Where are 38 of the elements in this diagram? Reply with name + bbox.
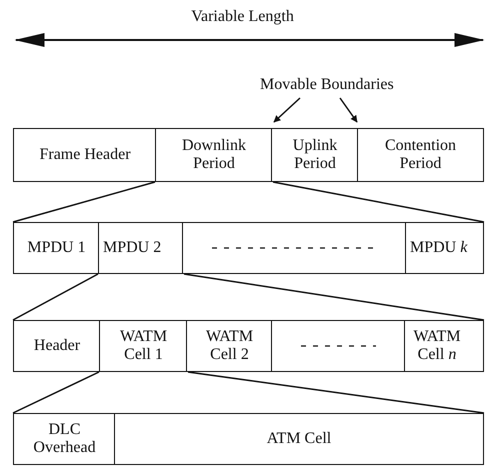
frame-field (186, 320, 273, 372)
expansion-line (12, 181, 156, 223)
field-label: WATM Cell 1 (118, 328, 168, 364)
expansion-line (184, 273, 484, 321)
field-label: DLC Overhead (32, 420, 97, 458)
arrow (339, 98, 358, 123)
frame-field (114, 413, 484, 465)
frame-field (357, 128, 484, 182)
field-label: MPDU 2 (103, 238, 162, 258)
frame-field (13, 413, 116, 465)
expansion-line (188, 371, 484, 414)
frame-field (13, 222, 100, 274)
frame-field (271, 128, 359, 182)
frame-field (404, 320, 484, 372)
arrow (273, 97, 300, 123)
field-label: MPDU k (410, 238, 468, 258)
frame-field (99, 320, 188, 372)
field-label: MPDU 1 (27, 238, 86, 258)
field-label: Contention Period (384, 136, 458, 174)
expansion-line (272, 181, 484, 223)
field-label: Uplink Period (292, 136, 338, 174)
expansion-line (12, 273, 98, 321)
field-label: Header (34, 336, 80, 356)
field-label: ATM Cell (266, 430, 332, 448)
frame-field (405, 222, 484, 274)
field-label: Downlink Period (181, 136, 247, 174)
expansion-line (12, 371, 100, 414)
annotation-text: Movable Boundaries (260, 76, 394, 94)
frame-field (98, 222, 184, 274)
field-label: WATM Cell 2 (204, 328, 254, 364)
ellipsis-field (271, 320, 406, 372)
field-label: Frame Header (39, 146, 131, 164)
frame-field (13, 128, 157, 182)
field-label: WATM Cell n (412, 328, 462, 364)
ellipsis-field (182, 222, 407, 274)
length-label: Variable Length (190, 8, 295, 26)
frame-field (155, 128, 273, 182)
frame-field (13, 320, 101, 372)
